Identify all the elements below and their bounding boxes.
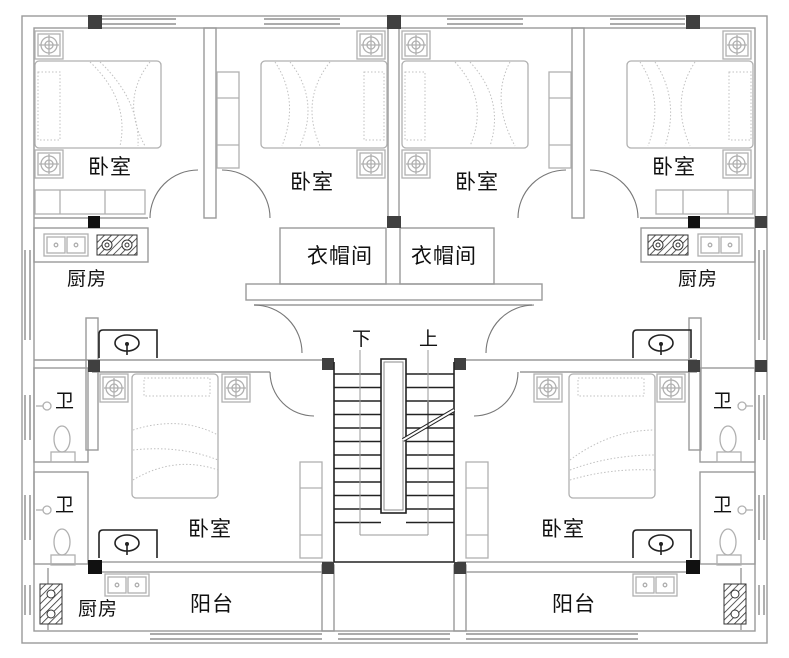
room-label-balcony: 阳台 bbox=[190, 592, 234, 616]
bed-top-3 bbox=[401, 30, 572, 179]
doors bbox=[149, 169, 639, 417]
stove-icon bbox=[96, 234, 138, 256]
room-label-closet: 衣帽间 bbox=[411, 244, 477, 268]
bed-top-2 bbox=[216, 30, 388, 179]
room-label-bathroom: 卫 bbox=[713, 494, 734, 516]
wash-basin-icon bbox=[632, 529, 692, 559]
bed-bottom-left bbox=[99, 373, 323, 559]
stair-label-up: 上 bbox=[419, 328, 440, 350]
toilet-icon bbox=[716, 528, 742, 566]
room-label-bathroom: 卫 bbox=[55, 390, 76, 412]
stove-vertical-right bbox=[723, 583, 747, 625]
room-label-bathroom: 卫 bbox=[713, 390, 734, 412]
room-label-bathroom: 卫 bbox=[55, 494, 76, 516]
wash-basin-icon bbox=[98, 329, 158, 359]
room-label-bedroom: 卧室 bbox=[455, 170, 499, 194]
room-label-bedroom: 卧室 bbox=[290, 170, 334, 194]
wash-basin-icon bbox=[632, 329, 692, 359]
bed-bottom-right bbox=[465, 373, 686, 559]
columns bbox=[88, 15, 767, 574]
double-sink-icon bbox=[43, 233, 89, 257]
room-label-kitchen: 厨房 bbox=[78, 598, 119, 620]
room-label-bedroom: 卧室 bbox=[541, 517, 585, 541]
toilet-icon bbox=[716, 425, 742, 463]
toilet-icon bbox=[50, 425, 76, 463]
room-label-bedroom: 卧室 bbox=[88, 155, 132, 179]
double-sink-icon bbox=[697, 233, 743, 257]
staircase bbox=[333, 350, 456, 563]
room-label-kitchen: 厨房 bbox=[67, 268, 108, 290]
room-label-balcony: 阳台 bbox=[552, 592, 596, 616]
bed-top-4 bbox=[626, 30, 754, 215]
double-sink-icon bbox=[104, 573, 150, 597]
room-label-bedroom: 卧室 bbox=[652, 155, 696, 179]
shower-icons bbox=[36, 401, 753, 515]
stove-icon bbox=[647, 234, 689, 256]
toilet-icon bbox=[50, 528, 76, 566]
room-label-bedroom: 卧室 bbox=[188, 517, 232, 541]
double-sink-icon bbox=[632, 573, 678, 597]
room-label-kitchen: 厨房 bbox=[678, 268, 719, 290]
stove-vertical-left bbox=[39, 583, 63, 625]
stair-label-down: 下 bbox=[352, 328, 373, 350]
room-label-closet: 衣帽间 bbox=[307, 244, 373, 268]
wash-basin-icon bbox=[98, 529, 158, 559]
bed-top-1 bbox=[34, 30, 162, 215]
